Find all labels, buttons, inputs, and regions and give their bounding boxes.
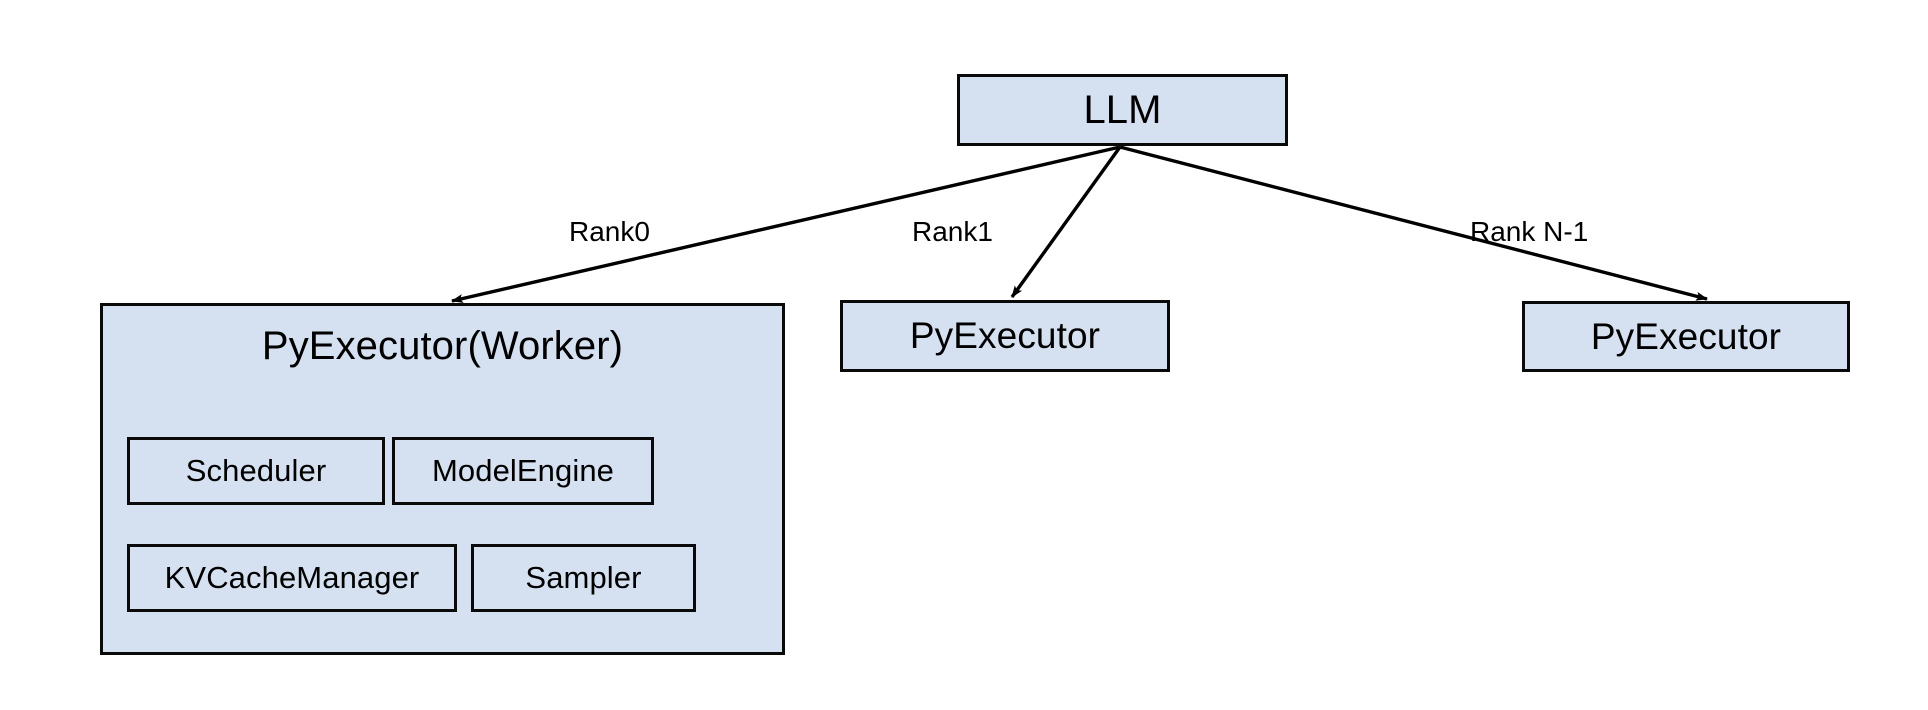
edge-label-rank1: Rank1 bbox=[912, 216, 993, 247]
node-pyexecutor-rankn-label: PyExecutor bbox=[1590, 315, 1782, 357]
node-pyexecutor-worker-label: PyExecutor(Worker) bbox=[261, 324, 624, 368]
node-pyexecutor-rankn[interactable]: PyExecutor bbox=[1522, 301, 1850, 372]
node-pyexecutor-rank1[interactable]: PyExecutor bbox=[840, 300, 1170, 372]
edge-label-rank-n-1: Rank N-1 bbox=[1470, 216, 1589, 247]
edge-rank0-line bbox=[451, 145, 1121, 303]
node-scheduler[interactable]: Scheduler bbox=[127, 437, 385, 505]
edge-rank1-line bbox=[1010, 146, 1122, 298]
edge-rankn-line bbox=[1119, 145, 1708, 301]
node-sampler-label: Sampler bbox=[525, 560, 642, 595]
node-model-engine[interactable]: ModelEngine bbox=[392, 437, 654, 505]
node-model-engine-label: ModelEngine bbox=[431, 453, 615, 488]
node-pyexecutor-worker[interactable]: PyExecutor(Worker) Scheduler ModelEngine… bbox=[100, 303, 785, 655]
node-sampler[interactable]: Sampler bbox=[471, 544, 696, 612]
edge-label-rank0: Rank0 bbox=[569, 216, 650, 247]
node-llm-label: LLM bbox=[1083, 87, 1162, 132]
node-pyexecutor-rank1-label: PyExecutor bbox=[909, 315, 1101, 356]
node-llm[interactable]: LLM bbox=[957, 74, 1288, 146]
node-kv-cache-manager-label: KVCacheManager bbox=[164, 560, 420, 595]
node-scheduler-label: Scheduler bbox=[185, 453, 327, 488]
node-kv-cache-manager[interactable]: KVCacheManager bbox=[127, 544, 457, 612]
